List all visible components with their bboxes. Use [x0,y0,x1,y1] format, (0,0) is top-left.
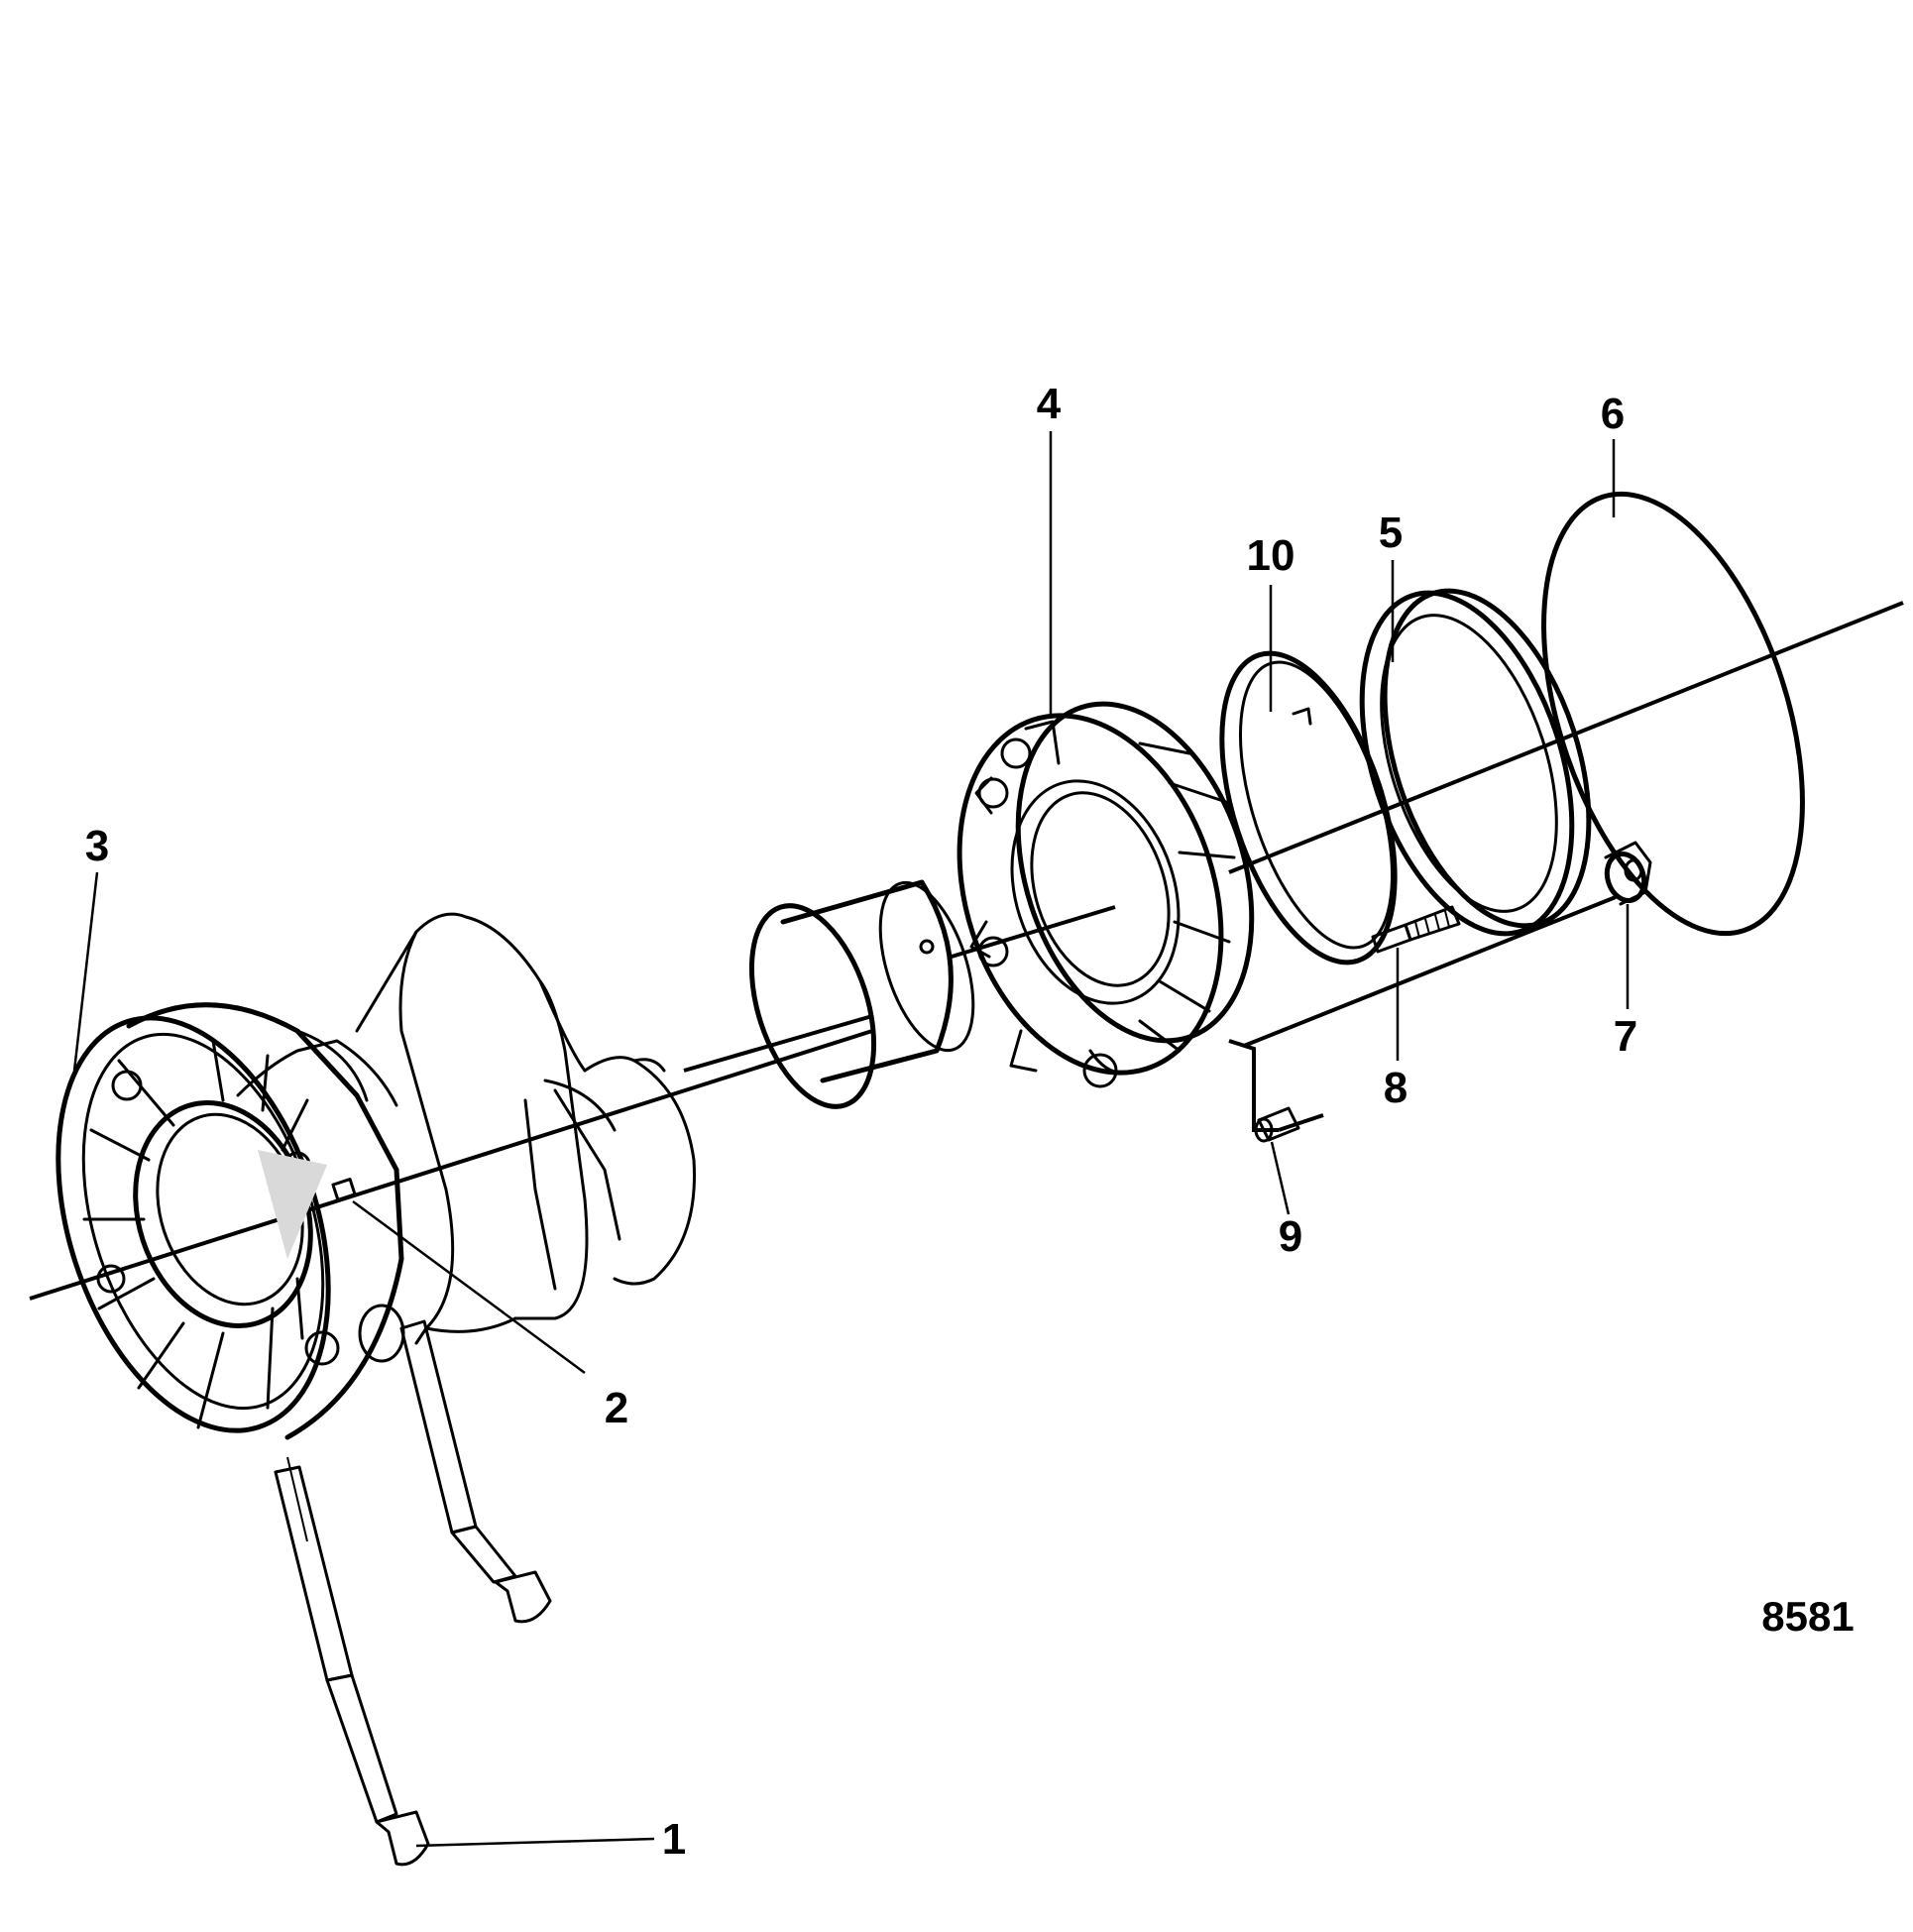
part-7-flange-nut [1604,841,1652,1009]
part-3-leader [72,871,99,1072]
callout-3: 3 [85,822,109,870]
part-5-seal [1359,560,1592,937]
part-2-dowel-pin [331,1178,586,1375]
part-6-gasket [1541,439,1805,937]
part-1-bolts [274,1319,655,1867]
part-9-sleeve [1254,1106,1300,1215]
callout-2: 2 [605,1384,628,1432]
callout-8: 8 [1384,1064,1407,1112]
callout-7: 7 [1614,1012,1637,1061]
callout-1: 1 [662,1815,686,1864]
bearing-sleeve [748,879,975,1109]
callout-5: 5 [1379,509,1403,557]
callout-6: 6 [1601,390,1625,438]
callout-10: 10 [1247,531,1295,580]
part-3-adapter-housing [56,1002,405,1440]
crankshaft [236,912,696,1345]
callout-4: 4 [1037,380,1062,428]
callout-labels: 1 2 3 4 5 6 7 8 9 10 [85,380,1637,1864]
part-8-stud [1371,905,1461,1061]
callout-9: 9 [1279,1212,1302,1261]
figure-number: 8581 [1761,1593,1854,1640]
